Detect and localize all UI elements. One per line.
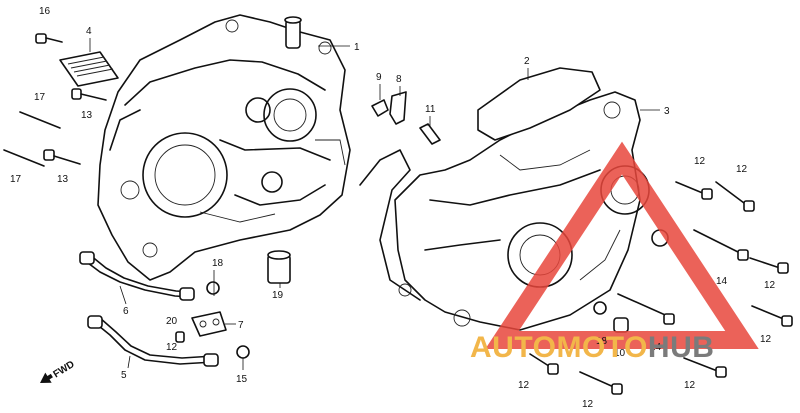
fwd-label: FWD xyxy=(51,359,76,380)
label-8: 8 xyxy=(396,74,402,85)
center-small-parts xyxy=(267,91,441,284)
label-10: 10 xyxy=(614,348,626,359)
part-labels: 16 4 1 9 8 2 3 17 13 11 17 13 12 12 18 1… xyxy=(10,6,776,410)
oil-hose-upper xyxy=(79,251,220,301)
label-19: 19 xyxy=(272,290,284,301)
watermark-triangle xyxy=(485,141,759,349)
label-13b: 13 xyxy=(57,174,69,185)
label-7: 7 xyxy=(238,320,244,331)
label-12e: 12 xyxy=(166,342,178,353)
label-6: 6 xyxy=(123,306,129,317)
label-14b: 14 xyxy=(650,342,662,353)
label-20: 20 xyxy=(166,316,178,327)
label-12f: 12 xyxy=(518,380,530,391)
label-14a: 14 xyxy=(716,276,728,287)
label-1: 1 xyxy=(354,42,360,53)
label-2: 2 xyxy=(524,56,530,67)
label-15: 15 xyxy=(236,374,248,385)
left-bolts xyxy=(3,33,107,167)
clamp-plate xyxy=(175,311,227,343)
label-11: 11 xyxy=(425,104,436,115)
watermark-text: AUTOMOTOHUB xyxy=(470,328,800,368)
label-12h: 12 xyxy=(582,399,594,410)
label-12g: 12 xyxy=(684,380,696,391)
label-13a: 13 xyxy=(81,110,93,121)
label-12b: 12 xyxy=(736,164,748,175)
oil-hose-lower xyxy=(87,315,250,367)
label-12a: 12 xyxy=(694,156,706,167)
label-9: 9 xyxy=(376,72,382,83)
left-crankcase xyxy=(97,14,351,281)
label-4: 4 xyxy=(86,26,92,37)
label-18a: 18 xyxy=(212,258,224,269)
label-3: 3 xyxy=(664,106,670,117)
breather-cover xyxy=(59,51,119,87)
label-12d: 12 xyxy=(760,334,772,345)
leader-lines xyxy=(89,38,660,370)
watermark-part-b: HUB xyxy=(647,331,715,364)
label-17b: 17 xyxy=(10,174,22,185)
label-5: 5 xyxy=(121,370,127,381)
right-crankcase xyxy=(359,67,669,331)
label-16a: 16 xyxy=(39,6,51,17)
label-17a: 17 xyxy=(34,92,46,103)
label-18b: 18 xyxy=(596,336,608,347)
fwd-arrow: FWD xyxy=(40,359,77,383)
label-12c: 12 xyxy=(764,280,776,291)
watermark-part-a: AUTOMOTO xyxy=(470,331,648,364)
right-bolts xyxy=(529,181,793,395)
